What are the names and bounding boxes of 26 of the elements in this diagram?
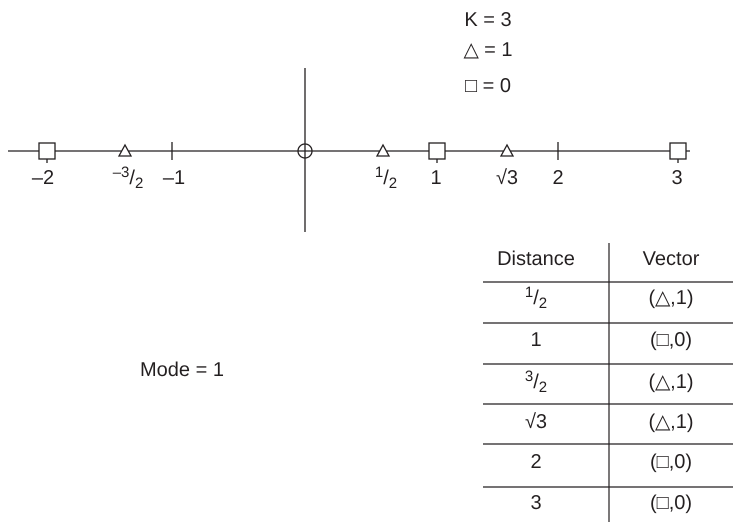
- axis-label: 1: [430, 168, 442, 188]
- axis-label: $^{1}$/$_{2}$: [374, 168, 398, 188]
- axis-label: √3: [496, 168, 518, 188]
- axis-label: –1: [162, 168, 186, 188]
- column-header: Distance: [497, 249, 575, 269]
- distance-value: 1: [530, 330, 542, 350]
- distance-value: 2: [530, 452, 542, 472]
- axis-label: 2: [552, 168, 564, 188]
- parameter-note: K = 3: [464, 10, 512, 30]
- vector-value: (□,0): [650, 330, 692, 350]
- vector-value: (□,0): [650, 493, 692, 513]
- distance-value: $^{1}$/$_{2}$: [524, 288, 548, 308]
- legend-note: □ = 0: [465, 76, 511, 96]
- legend-note: △ = 1: [464, 40, 512, 60]
- vector-value: (△,1): [648, 372, 694, 392]
- vector-value: (△,1): [648, 412, 694, 432]
- mode-note: Mode = 1: [140, 360, 224, 380]
- vector-value: (△,1): [648, 288, 694, 308]
- distance-value: 3: [530, 493, 542, 513]
- distance-value: √3: [524, 412, 548, 432]
- axis-label: 3: [671, 168, 683, 188]
- distance-value: $^{3}$/$_{2}$: [524, 372, 548, 392]
- axis-label: –2: [32, 168, 54, 188]
- column-header: Vector: [642, 249, 700, 269]
- vector-value: (□,0): [650, 452, 692, 472]
- axis-label: $^{–3}$/$_{2}$: [112, 168, 144, 188]
